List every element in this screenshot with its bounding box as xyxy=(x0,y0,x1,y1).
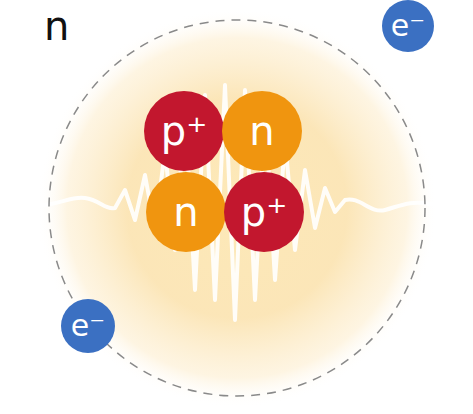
electron-fill xyxy=(61,299,115,353)
title-fragment: n xyxy=(44,6,69,46)
proton-fill xyxy=(224,172,304,252)
electron-circle: e⁻ xyxy=(61,299,115,353)
proton-symbol: p⁺ xyxy=(161,111,208,151)
proton-circle: p⁺ xyxy=(224,172,304,252)
neutron-circle: n xyxy=(222,91,302,171)
electron-symbol: e⁻ xyxy=(391,11,425,41)
orbit xyxy=(49,20,425,396)
electron-symbol: e⁻ xyxy=(71,311,105,341)
neutron-circle: n xyxy=(146,172,226,252)
electron-circle: e⁻ xyxy=(382,0,434,52)
neutron-symbol: n xyxy=(249,111,274,151)
proton-fill xyxy=(144,91,224,171)
wave-signal xyxy=(0,85,473,320)
proton-symbol: p⁺ xyxy=(241,192,288,232)
neutron-fill xyxy=(146,172,226,252)
proton-circle: p⁺ xyxy=(144,91,224,171)
neutron-symbol: n xyxy=(173,192,198,232)
glow xyxy=(37,8,437,408)
electron-fill xyxy=(382,0,434,52)
neutron-fill xyxy=(222,91,302,171)
